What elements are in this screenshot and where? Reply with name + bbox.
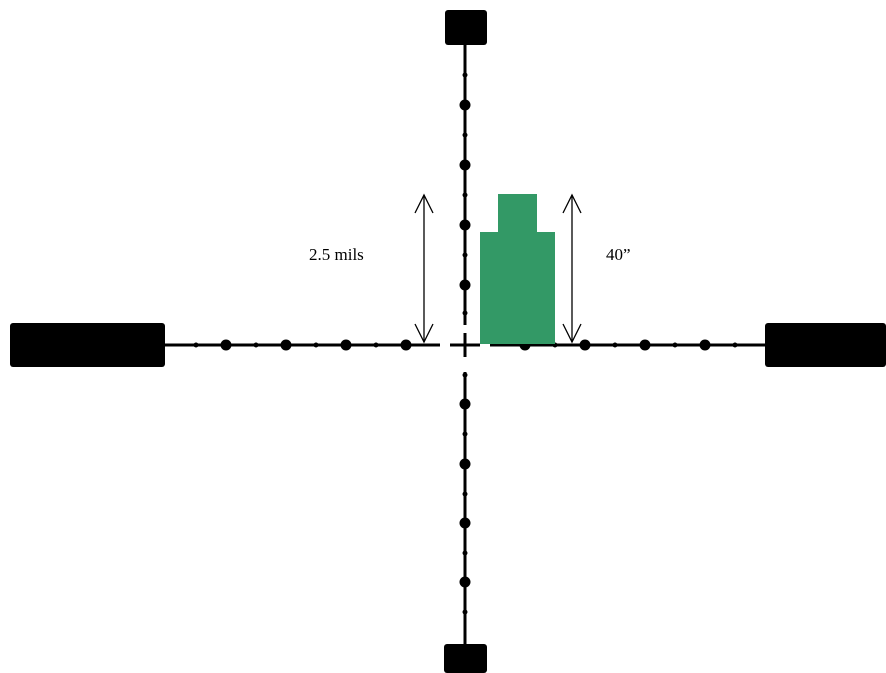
mil-dot <box>462 491 468 497</box>
double-headed-arrow-icon <box>414 193 434 344</box>
mil-dot <box>280 339 292 351</box>
mil-dot <box>462 372 468 378</box>
mil-dot <box>459 279 471 291</box>
mil-dot <box>400 339 412 351</box>
top-thick-post <box>445 10 487 45</box>
mil-dot <box>462 550 468 556</box>
mil-dot <box>612 342 618 348</box>
angle-label: 2.5 mils <box>309 245 364 264</box>
mil-dot <box>672 342 678 348</box>
mil-dot <box>253 342 259 348</box>
mil-dot <box>462 192 468 198</box>
silhouette-target-icon <box>480 194 555 344</box>
mil-dot <box>459 398 471 410</box>
mil-dot <box>699 339 711 351</box>
mil-dot <box>462 72 468 78</box>
mil-dots-horizontal-left <box>193 339 412 351</box>
mil-dot <box>459 458 471 470</box>
mil-dot <box>459 219 471 231</box>
mil-dot <box>732 342 738 348</box>
size-label: 40” <box>606 245 631 264</box>
mil-dots-vertical-top <box>459 72 471 316</box>
mil-dot <box>193 342 199 348</box>
mil-dot <box>639 339 651 351</box>
mil-dot <box>459 576 471 588</box>
mil-dot <box>459 99 471 111</box>
bottom-thick-post <box>444 644 487 673</box>
mil-dot <box>579 339 591 351</box>
mil-dot <box>340 339 352 351</box>
double-headed-arrow-icon <box>562 193 582 344</box>
mil-dot <box>459 159 471 171</box>
mil-dot <box>462 431 468 437</box>
mil-dot <box>373 342 379 348</box>
mil-dots-vertical-bottom <box>459 372 471 615</box>
mil-dot <box>313 342 319 348</box>
mil-dot <box>220 339 232 351</box>
right-thick-post <box>765 323 886 367</box>
mil-dot <box>462 609 468 615</box>
mil-dot <box>459 517 471 529</box>
mil-dot <box>462 132 468 138</box>
mil-dot <box>462 252 468 258</box>
mil-dot <box>462 310 468 316</box>
left-thick-post <box>10 323 165 367</box>
